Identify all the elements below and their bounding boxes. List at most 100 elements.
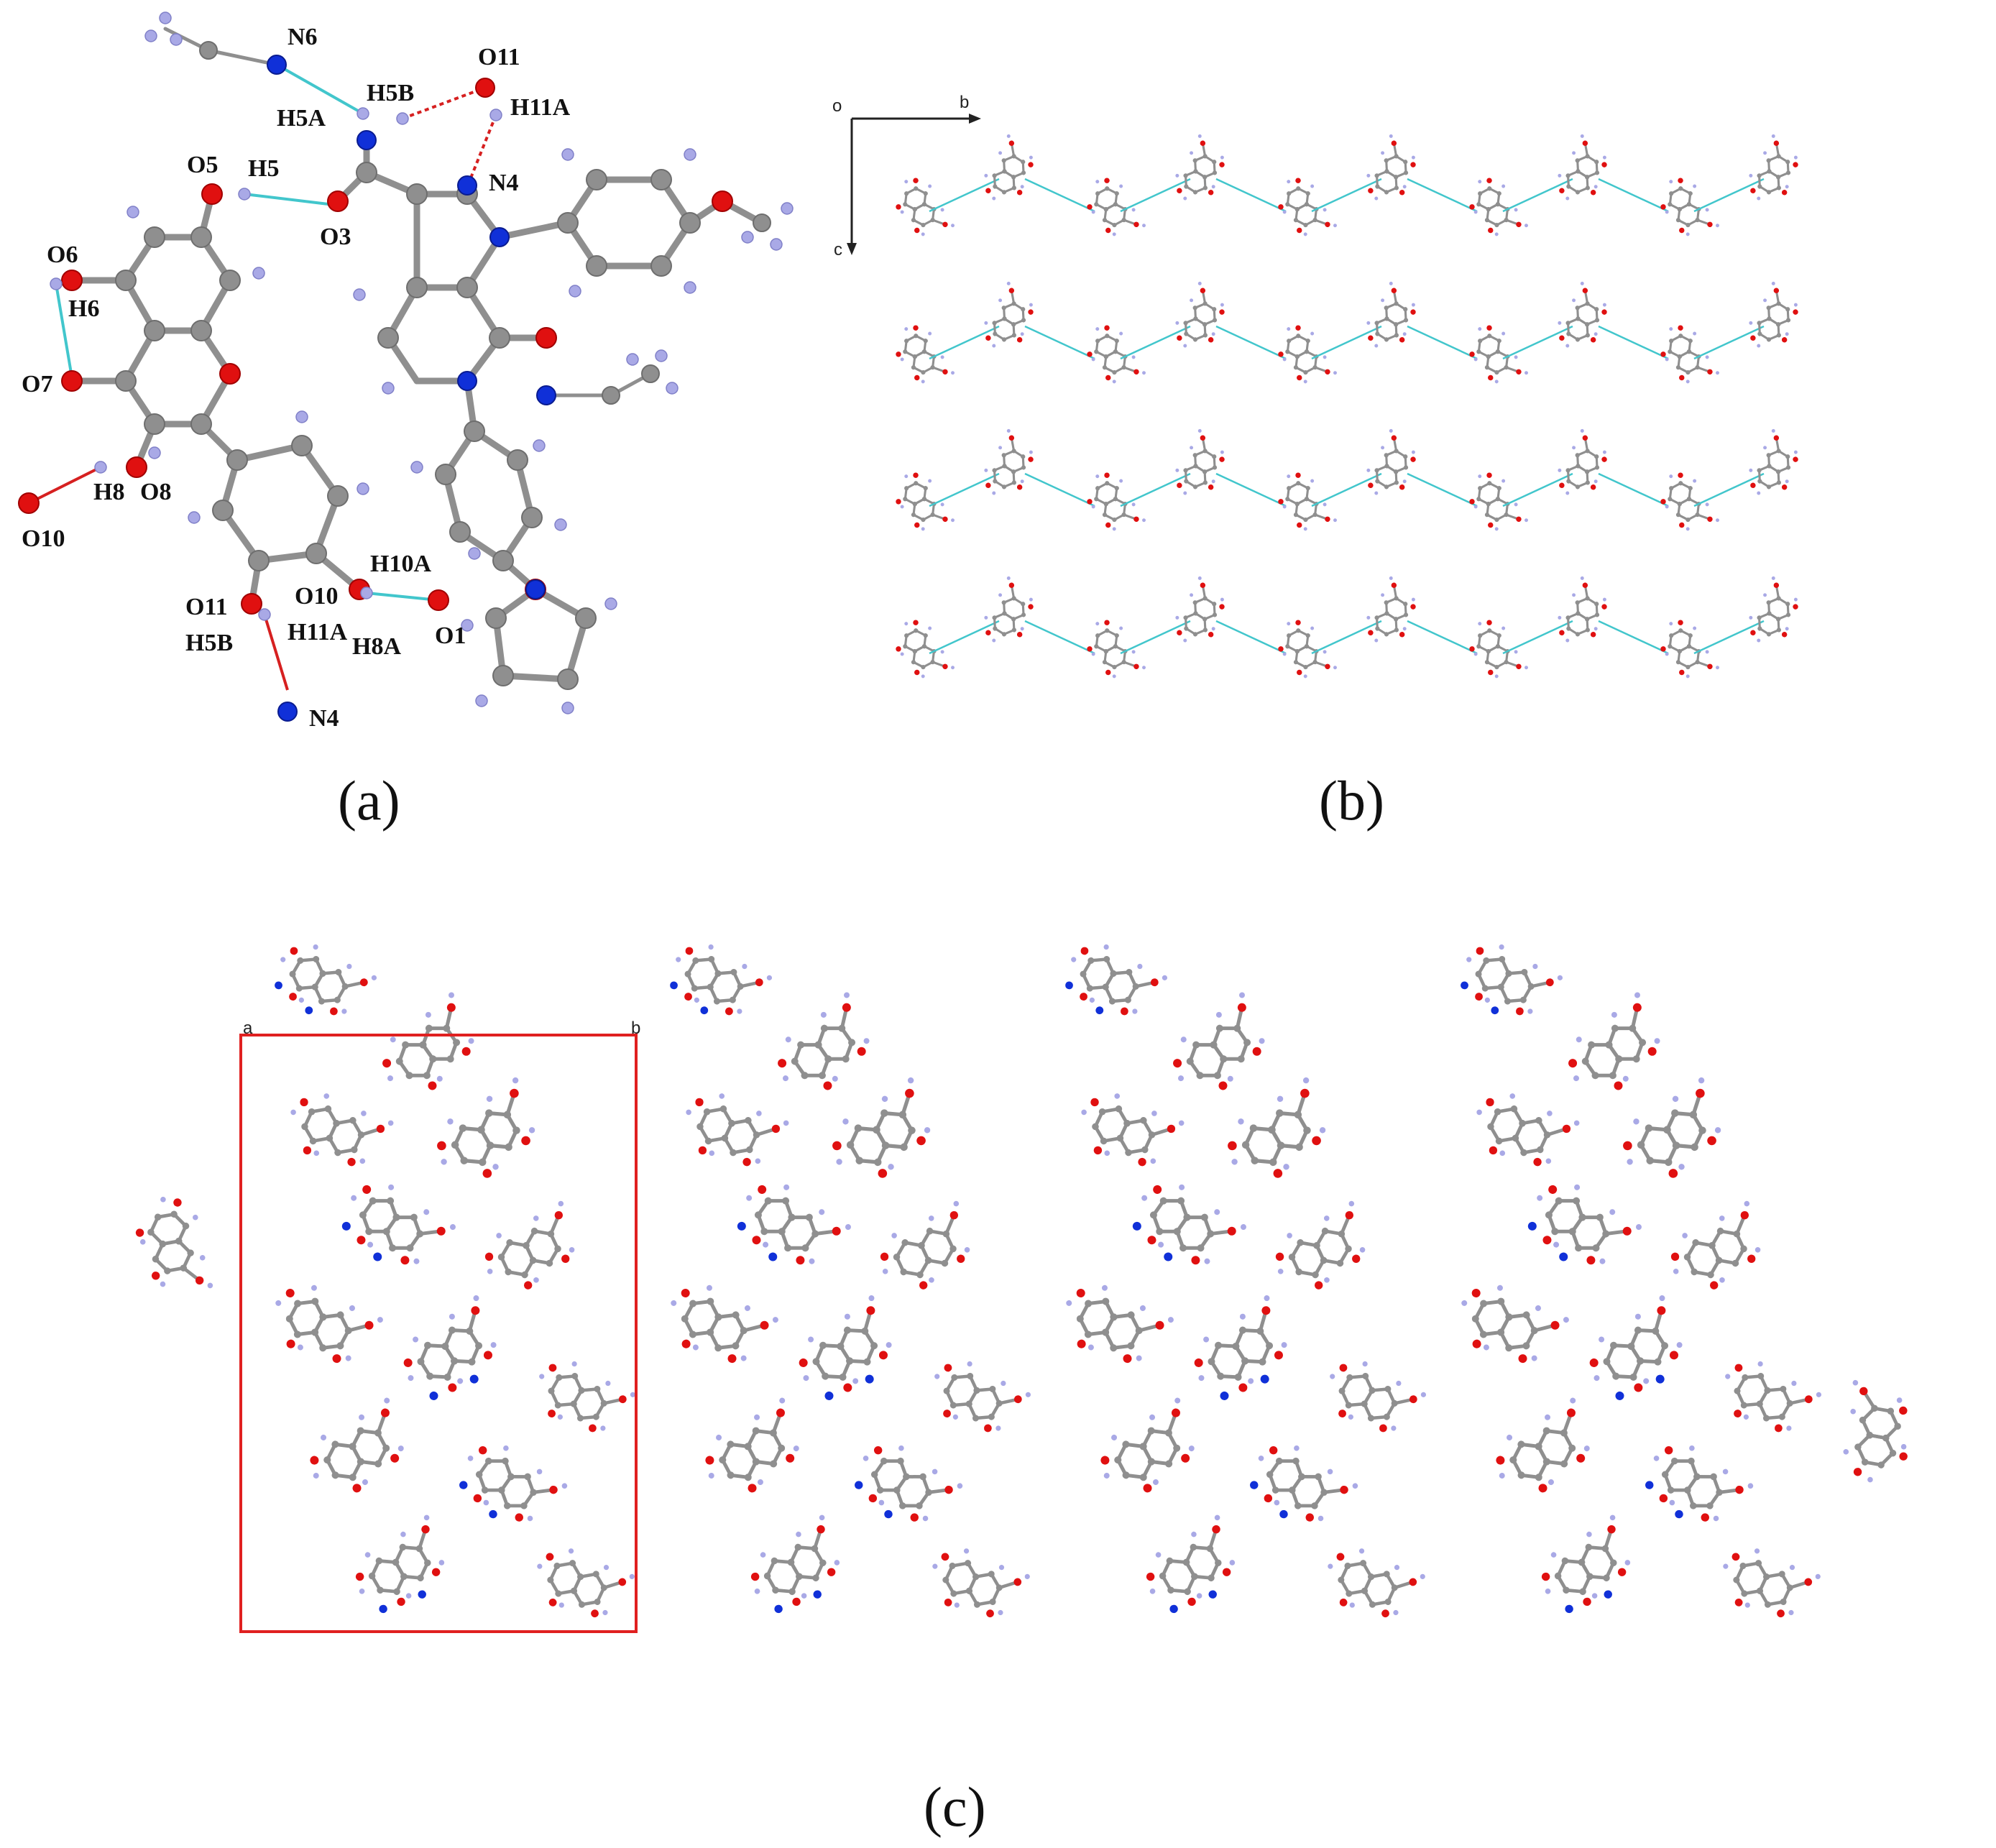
packing-molecule xyxy=(1173,992,1265,1090)
packing-molecule xyxy=(275,1284,383,1364)
packing-molecule xyxy=(671,1284,778,1364)
axis-origin-label: o xyxy=(832,96,842,116)
atom-label-h6: H6 xyxy=(68,295,99,322)
atom-label-o7: O7 xyxy=(22,371,52,397)
atom-label-o11-bot: O11 xyxy=(185,594,228,620)
atom-label-h5b-bot: H5B xyxy=(185,630,233,656)
atom-label-o10-mid: O10 xyxy=(295,583,338,610)
packing-molecule xyxy=(1660,620,1719,679)
panel-b-caption: (b) xyxy=(1319,769,1384,832)
atom-label-h11a-bot: H11A xyxy=(288,619,348,645)
packing-molecule xyxy=(539,1361,636,1433)
packing-molecule xyxy=(310,1397,404,1493)
packing-molecule xyxy=(896,620,955,679)
packing-molecule xyxy=(750,1514,840,1614)
panel-a-caption: (a) xyxy=(338,769,400,832)
panel-a-hbonds xyxy=(28,63,497,691)
packing-molecule xyxy=(1645,1445,1754,1522)
packing-molecule xyxy=(1275,1200,1366,1290)
packing-molecule xyxy=(1589,1295,1683,1400)
packing-molecule xyxy=(1278,620,1337,679)
unit-cell-label-b: b xyxy=(631,1019,640,1038)
packing-molecule xyxy=(1194,1295,1287,1400)
packing-molecule xyxy=(932,1548,1030,1618)
packing-molecule xyxy=(1366,281,1416,348)
packing-molecule xyxy=(275,944,377,1016)
packing-molecule xyxy=(1723,1548,1821,1618)
packing-molecule xyxy=(705,1397,799,1493)
packing-molecule xyxy=(1623,1077,1721,1178)
packing-molecule xyxy=(855,1445,963,1522)
packing-molecule xyxy=(1100,1397,1195,1493)
atom-label-n6: N6 xyxy=(288,24,318,50)
panel-a-molecule: N6 O11 H5B H11A H5A O5 H5 N4 O3 O6 H6 O7… xyxy=(18,12,794,732)
packing-molecule xyxy=(984,281,1034,348)
panel-b-molecule-layers xyxy=(896,134,1798,679)
packing-molecule xyxy=(1278,178,1337,236)
packing-molecule xyxy=(382,992,474,1090)
packing-molecule xyxy=(1469,178,1528,236)
packing-molecule xyxy=(1461,1284,1569,1364)
packing-molecule xyxy=(1749,576,1798,643)
packing-molecule xyxy=(1461,944,1563,1016)
packing-molecule xyxy=(1558,428,1607,495)
packing-molecule xyxy=(1660,178,1719,236)
packing-molecule xyxy=(1670,1200,1761,1290)
axis-c-label: c xyxy=(834,240,842,259)
panel-b-axes: o b c xyxy=(832,93,981,259)
packing-molecule xyxy=(1366,576,1416,643)
packing-molecule xyxy=(1132,1184,1246,1265)
packing-molecule xyxy=(984,428,1034,495)
packing-molecule xyxy=(1843,1379,1908,1483)
packing-molecule xyxy=(1558,134,1607,201)
atom-label-h11a-top: H11A xyxy=(510,94,571,121)
panel-c-molecule-packing xyxy=(135,944,1908,1618)
packing-molecule xyxy=(737,1184,851,1265)
packing-molecule xyxy=(341,1184,456,1265)
packing-molecule xyxy=(1250,1445,1358,1522)
packing-molecule xyxy=(1476,1093,1580,1167)
packing-molecule xyxy=(1175,281,1225,348)
packing-molecule xyxy=(1469,325,1528,384)
packing-molecule xyxy=(537,1548,635,1618)
atom-label-o5: O5 xyxy=(187,152,218,178)
packing-molecule xyxy=(1087,178,1146,236)
panel-c-packing: a b xyxy=(135,944,1908,1633)
atom-label-o1: O1 xyxy=(435,622,466,649)
atom-label-h5: H5 xyxy=(248,155,279,182)
packing-molecule xyxy=(1496,1397,1590,1493)
packing-molecule xyxy=(437,1077,535,1178)
packing-molecule xyxy=(1065,944,1168,1016)
atom-label-h8: H8 xyxy=(93,479,124,505)
packing-molecule xyxy=(832,1077,931,1178)
packing-molecule xyxy=(1366,428,1416,495)
packing-molecule xyxy=(290,1093,394,1167)
packing-molecule xyxy=(1330,1361,1427,1433)
packing-molecule xyxy=(984,576,1034,643)
unit-cell-box xyxy=(239,1034,638,1633)
atom-label-n4-top: N4 xyxy=(489,170,519,196)
packing-molecule xyxy=(1568,992,1660,1090)
packing-molecule xyxy=(1146,1514,1236,1614)
atom-label-h5a: H5A xyxy=(277,105,326,132)
packing-molecule xyxy=(1087,472,1146,531)
packing-molecule xyxy=(1087,620,1146,679)
packing-molecule xyxy=(1469,620,1528,679)
packing-molecule xyxy=(1660,325,1719,384)
packing-molecule xyxy=(896,325,955,384)
atom-label-h8a: H8A xyxy=(352,633,401,660)
packing-molecule xyxy=(1278,325,1337,384)
packing-molecule xyxy=(1660,472,1719,531)
packing-molecule xyxy=(1366,134,1416,201)
packing-molecule xyxy=(1081,1093,1185,1167)
packing-molecule xyxy=(1558,281,1607,348)
packing-molecule xyxy=(984,134,1034,201)
packing-molecule xyxy=(135,1197,213,1289)
atom-label-n4-bot: N4 xyxy=(309,705,339,732)
unit-cell-label-a: a xyxy=(243,1019,253,1038)
atom-label-h10a: H10A xyxy=(370,551,431,577)
packing-molecule xyxy=(484,1200,575,1290)
packing-molecule xyxy=(799,1295,892,1400)
packing-molecule xyxy=(1175,134,1225,201)
axis-b-label: b xyxy=(960,93,969,112)
